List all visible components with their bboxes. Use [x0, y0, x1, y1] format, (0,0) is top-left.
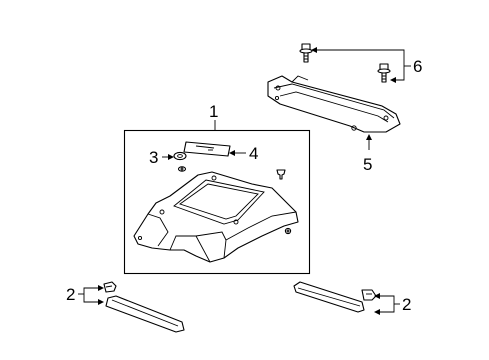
plate-part — [183, 141, 231, 157]
clip-fastener-inner — [177, 166, 187, 172]
callout-6-leader — [314, 49, 405, 81]
callout-4-arrow — [229, 150, 235, 156]
callout-6: 6 — [413, 57, 422, 76]
callout-5: 5 — [363, 155, 372, 174]
bolt-part-2 — [377, 63, 391, 83]
push-pin-fastener — [276, 169, 286, 180]
grommet-small — [284, 227, 292, 235]
strap-part-left — [103, 281, 185, 333]
callout-2-left-arrow-bottom — [98, 299, 104, 305]
callout-4: 4 — [249, 144, 258, 163]
callout-5-arrow — [366, 134, 372, 140]
callout-2-left-leader — [83, 287, 102, 303]
callout-2-right-leader — [376, 295, 395, 313]
callout-1: 1 — [209, 102, 218, 121]
callout-2-left-arrow-top — [98, 285, 104, 291]
washer-part — [173, 151, 187, 161]
assembly-frame — [123, 129, 311, 275]
callout-3: 3 — [149, 148, 158, 167]
callout-2-right-arrow-bottom — [374, 309, 380, 315]
callout-2-right: 2 — [402, 295, 411, 314]
callout-3-arrow — [168, 154, 174, 160]
callout-6-arrow-top — [311, 47, 317, 53]
bracket-part — [267, 75, 401, 133]
callout-2-left: 2 — [66, 285, 75, 304]
strap-part-right — [293, 281, 377, 313]
main-shield-part — [133, 171, 299, 263]
callout-2-right-arrow-top — [374, 293, 380, 299]
bolt-part-1 — [299, 43, 313, 63]
callout-6-arrow-bottom — [390, 77, 396, 83]
